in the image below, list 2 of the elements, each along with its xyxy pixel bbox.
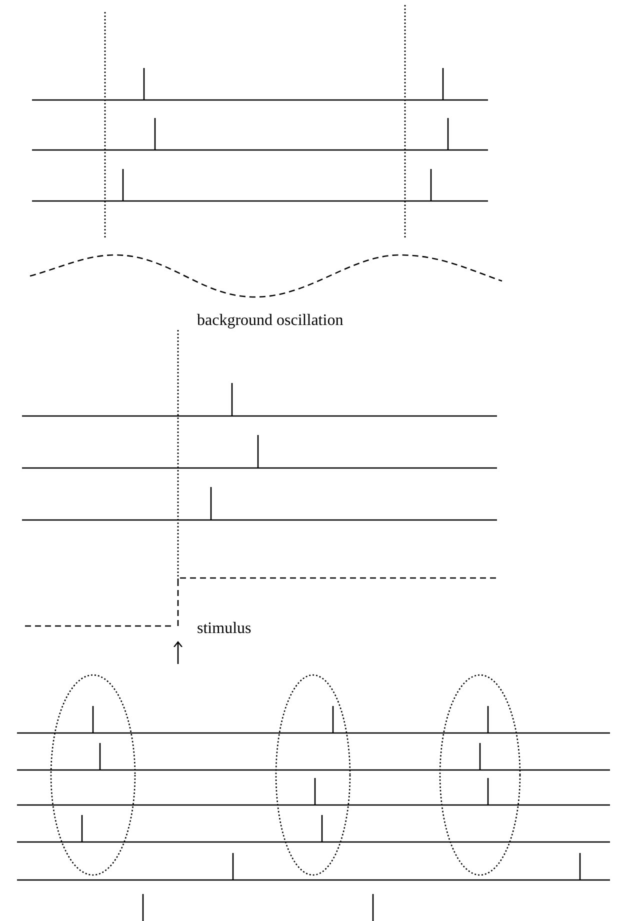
stimulus-label: stimulus [197,620,252,638]
oscillation-label: background oscillation [197,312,344,330]
